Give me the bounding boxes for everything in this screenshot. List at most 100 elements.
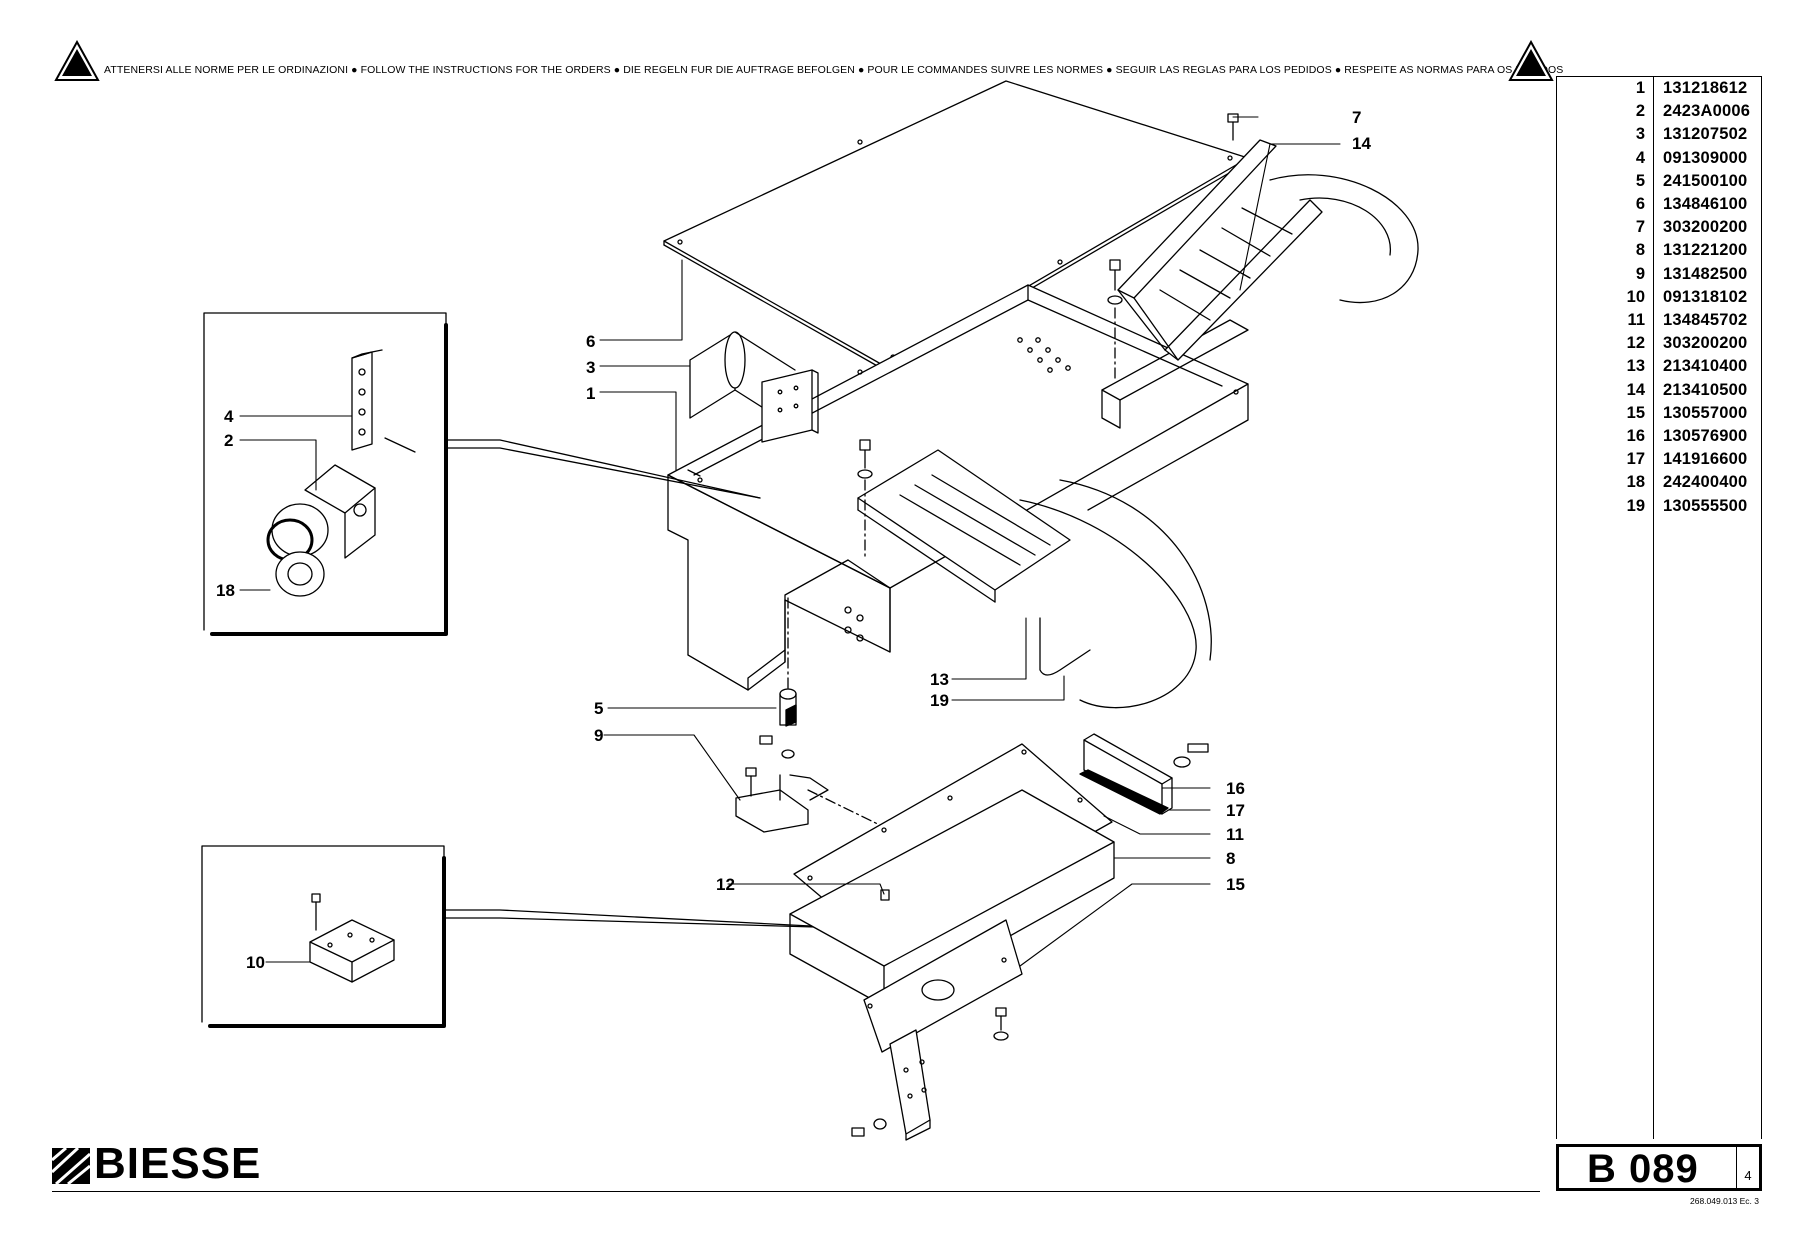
screws-top <box>857 113 1239 561</box>
callout-6: 6 <box>586 332 596 351</box>
parts-list: 1 131218612 2 2423A0006 3 131207502 4 091309000… <box>1556 76 1762 1139</box>
part-position: 18 <box>1626 473 1645 492</box>
part-position: 8 <box>1635 241 1645 260</box>
part-position: 6 <box>1635 195 1645 213</box>
lower-base <box>789 743 1115 1141</box>
callout-17: 17 <box>1226 801 1245 820</box>
part-position: 1 <box>1635 79 1645 97</box>
warning-triangle-icon <box>1508 40 1554 81</box>
part-position: 15 <box>1626 403 1645 422</box>
brand-name: BIESSE <box>94 1139 262 1188</box>
callout-12: 12 <box>716 875 735 894</box>
parts-row: 1 131218612 <box>1557 79 1763 102</box>
parts-row: 19 130555500 <box>1557 497 1763 520</box>
sheet-number-box: B 089 4 <box>1556 1144 1762 1191</box>
parts-row: 18 242400400 <box>1557 473 1763 496</box>
part-position: 11 <box>1627 311 1645 329</box>
biesse-logo-icon <box>52 1146 91 1186</box>
callout-2: 2 <box>224 431 234 450</box>
parts-row: 7 303200200 <box>1557 218 1763 241</box>
part-code: 303200200 <box>1663 218 1748 237</box>
parts-row: 16 130576900 <box>1557 427 1763 450</box>
parts-row: 2 2423A0006 <box>1557 102 1763 125</box>
part-code: 131221200 <box>1663 241 1748 260</box>
inset-box-upper <box>203 312 761 636</box>
part-position: 9 <box>1635 264 1645 283</box>
part-code: 134846100 <box>1663 195 1748 213</box>
part-position: 2 <box>1635 102 1645 121</box>
parts-row: 8 131221200 <box>1557 241 1763 264</box>
lower-cable-chain <box>857 449 1212 709</box>
parts-row: 9 131482500 <box>1557 265 1763 288</box>
part-position: 7 <box>1635 218 1645 237</box>
parts-row: 5 241500100 <box>1557 172 1763 195</box>
parts-row: 6 134846100 <box>1557 195 1763 218</box>
callout-15: 15 <box>1226 875 1245 894</box>
part-code: 141916600 <box>1663 450 1748 469</box>
parts-row: 10 091318102 <box>1557 288 1763 311</box>
order-instructions: ATTENERSI ALLE NORME PER LE ORDINAZIONI … <box>104 64 1564 76</box>
callout-5: 5 <box>594 699 604 718</box>
warning-triangle-icon <box>54 40 100 81</box>
bottom-rule <box>52 1191 1540 1192</box>
part-position: 14 <box>1626 380 1645 399</box>
parts-row: 13 213410400 <box>1557 357 1763 380</box>
bracket-and-pin <box>735 597 891 833</box>
part-code: 130576900 <box>1663 427 1748 445</box>
part-code: 134845702 <box>1663 311 1748 329</box>
parts-row: 14 213410500 <box>1557 381 1763 404</box>
part-code: 091309000 <box>1663 148 1748 167</box>
part-code: 242400400 <box>1663 473 1748 492</box>
cylinder-part <box>689 331 819 443</box>
part-position: 16 <box>1626 427 1645 445</box>
sheet-page: 4 <box>1736 1147 1759 1188</box>
sheet-code: B 089 <box>1587 1147 1699 1191</box>
part-code: 130557000 <box>1663 403 1748 422</box>
part-code: 131482500 <box>1663 264 1748 283</box>
parts-row: 3 131207502 <box>1557 125 1763 148</box>
part-code: 213410400 <box>1663 357 1748 376</box>
part-position: 12 <box>1626 334 1645 353</box>
callout-1: 1 <box>586 384 596 403</box>
part-position: 10 <box>1626 287 1645 306</box>
inset-box-lower <box>201 845 851 1028</box>
callout-18: 18 <box>216 581 235 600</box>
part-code: 241500100 <box>1663 171 1748 190</box>
parts-row: 4 091309000 <box>1557 149 1763 172</box>
part-code: 303200200 <box>1663 334 1748 353</box>
document-reference: 268.049.013 Ec. 3 <box>1690 1196 1760 1206</box>
callout-19: 19 <box>930 691 949 710</box>
part-position: 5 <box>1635 171 1645 190</box>
callout-8: 8 <box>1226 849 1236 868</box>
parts-row: 15 130557000 <box>1557 404 1763 427</box>
part-position: 17 <box>1626 450 1645 469</box>
part-position: 13 <box>1626 357 1645 376</box>
part-code: 131218612 <box>1663 79 1748 97</box>
part-code: 2423A0006 <box>1663 102 1751 121</box>
callout-13: 13 <box>930 670 949 689</box>
callout-3: 3 <box>586 358 596 377</box>
parts-row: 11 134845702 <box>1557 311 1763 334</box>
brand-logo: BIESSE <box>52 1139 292 1188</box>
upper-cable-chain <box>1117 139 1419 361</box>
part-position: 4 <box>1635 148 1645 167</box>
callout-7: 7 <box>1352 108 1362 127</box>
parts-list-divider <box>1653 77 1654 1139</box>
part-code: 091318102 <box>1663 287 1748 306</box>
callout-10: 10 <box>246 953 265 972</box>
part-code: 213410500 <box>1663 380 1748 399</box>
callout-9: 9 <box>594 726 604 745</box>
leader-lines <box>239 116 1341 967</box>
callout-14: 14 <box>1352 134 1371 153</box>
part-code: 131207502 <box>1663 125 1748 144</box>
callout-16: 16 <box>1226 779 1245 798</box>
part-position: 3 <box>1635 125 1645 144</box>
rail-bracket <box>1079 733 1209 815</box>
part-code: 130555500 <box>1663 496 1748 515</box>
parts-row: 17 141916600 <box>1557 450 1763 473</box>
callout-4: 4 <box>224 407 234 426</box>
callout-11: 11 <box>1226 825 1244 844</box>
part-position: 19 <box>1626 496 1645 515</box>
parts-row: 12 303200200 <box>1557 334 1763 357</box>
